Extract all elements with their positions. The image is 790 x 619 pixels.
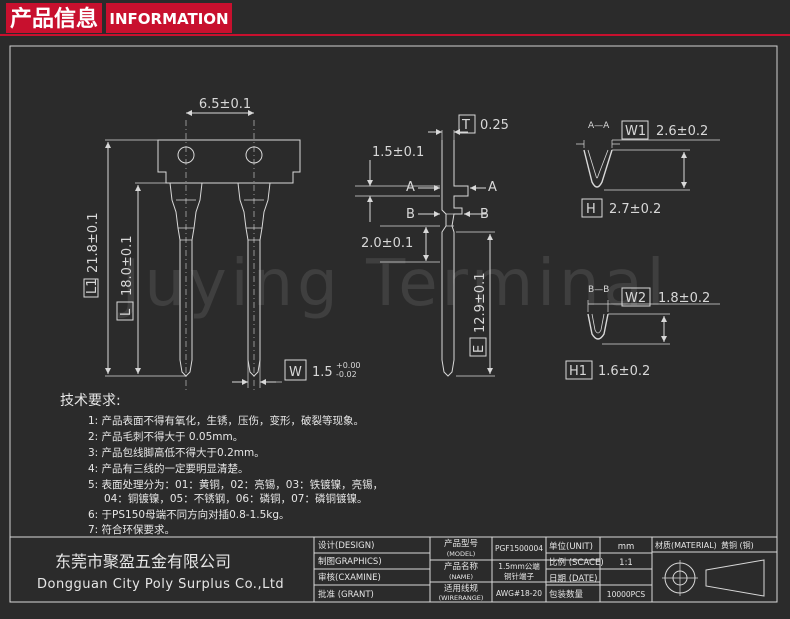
dim-h-box: [581, 198, 603, 218]
section-mark-b-right: B: [480, 207, 489, 222]
requirement-item: 3: 产品包线脚高低不得大于0.2mm。: [88, 446, 265, 459]
section-aa-profile: [583, 149, 613, 188]
tb-date-label: 日期 (DATE): [549, 574, 597, 584]
dim-l1-value: 21.8±0.1: [86, 212, 101, 273]
section-aa: [576, 139, 720, 191]
dim-pitch: 6.5±0.1: [199, 97, 251, 112]
side-view: [355, 129, 495, 377]
tb-design: 设计(DESIGN): [318, 540, 374, 551]
requirement-item: 6: 于PS150母端不同方向对插0.8-1.5kg。: [88, 508, 290, 521]
header-title-cn: 产品信息: [10, 6, 98, 32]
tb-name-value-1: 1.5mm公端: [498, 561, 540, 571]
dim-h-value: 2.7±0.2: [609, 202, 661, 217]
requirement-item: 4: 产品有三线的一定要明显清楚。: [88, 462, 249, 475]
tb-material-value: 黄铜 (铜): [721, 540, 754, 550]
dim-l1-box: [83, 278, 99, 298]
tb-wire-value: AWG#18-20: [496, 589, 542, 598]
tb-qty-value: 10000PCS: [607, 590, 646, 599]
requirement-item: 04：铜镀镍，05：不锈钢，06：磷铜，07：磷铜镀镍。: [104, 492, 367, 505]
dim-side-b: 2.0±0.1: [361, 236, 413, 251]
section-bb-title: B—B: [588, 285, 609, 295]
dim-e-box: [469, 337, 487, 357]
tb-name-label: 产品名称: [444, 561, 479, 572]
watermark: Juying Terminal: [117, 247, 668, 321]
dim-w-value: 1.5: [312, 365, 333, 380]
tb-graphics: 制图GRAPHICS): [318, 556, 382, 567]
tb-name-label-en: (NAME): [449, 573, 473, 581]
section-bb-profile: [587, 313, 609, 340]
company-name-cn: 东莞市聚盈五金有限公司: [55, 552, 231, 571]
company-name-en: Dongguan City Poly Surplus Co.,Ltd: [37, 577, 284, 592]
requirement-item: 1: 产品表面不得有氧化，生锈，压伤，变形，破裂等现象。: [88, 414, 364, 427]
section-aa-title: A—A: [588, 121, 610, 131]
dim-h1-box: [565, 360, 593, 380]
tb-scale-value: 1:1: [619, 558, 633, 568]
technical-requirements: 技术要求: 1: 产品表面不得有氧化，生锈，压伤，变形，破裂等现象。 2: 产品…: [60, 393, 383, 536]
dim-l1-label: L1: [85, 278, 100, 294]
dim-w2-label: W2: [625, 291, 646, 306]
dim-w-label: W: [289, 365, 302, 380]
dim-w1-value: 2.6±0.2: [656, 124, 708, 139]
header-rule: [0, 34, 790, 36]
tb-scale-label: 比例 (SCACE): [549, 557, 604, 568]
dim-e-value: 12.9±0.1: [473, 272, 488, 333]
dim-h1-label: H1: [569, 364, 587, 379]
dim-w-tol-lower: -0.02: [336, 370, 357, 379]
dim-w1-label: W1: [625, 124, 646, 139]
tb-unit-label: 单位(UNIT): [549, 541, 593, 552]
requirements-heading: 技术要求:: [60, 393, 121, 409]
dim-h1-value: 1.6±0.2: [598, 364, 650, 379]
requirement-item: 7: 符合环保要求。: [88, 523, 175, 536]
header-badge: 产品信息 INFORMATION: [6, 3, 232, 33]
tb-wire-label-en: (WIRERANGE): [439, 594, 484, 602]
section-mark-b-left: B: [406, 207, 415, 222]
dim-w1-box: [621, 120, 649, 140]
tb-name-value-2: 铜针端子: [504, 571, 534, 581]
dim-l-box: [116, 301, 134, 321]
requirement-item: 2: 产品毛刺不得大于 0.05mm。: [88, 430, 243, 443]
dim-side-a: 1.5±0.1: [372, 145, 424, 160]
section-bb: [587, 300, 720, 345]
tb-unit-value: mm: [618, 542, 635, 552]
dim-e-label: E: [472, 345, 487, 353]
dim-t-box: [458, 114, 476, 134]
tb-model-label: 产品型号: [444, 538, 478, 549]
dim-l-value: 18.0±0.1: [120, 235, 135, 296]
dim-w2-value: 1.8±0.2: [658, 291, 710, 306]
requirement-item: 5: 表面处理分为：01：黄铜，02：亮锡，03：铁镀镍，亮锡，: [88, 478, 383, 491]
section-mark-a-left: A: [406, 180, 415, 195]
dim-w2-box: [621, 287, 651, 307]
header-title-en: INFORMATION: [109, 10, 228, 28]
title-block: 东莞市聚盈五金有限公司 Dongguan City Poly Surplus C…: [37, 538, 754, 602]
dim-l-label: L: [119, 308, 134, 316]
terminal-side-profile: [441, 140, 469, 377]
title-block-grid: [9, 536, 778, 603]
tb-grant: 批准 (GRANT): [318, 589, 374, 600]
dim-t-value: 0.25: [480, 118, 509, 133]
carrier-strip: [157, 139, 301, 184]
dim-t-label: T: [461, 118, 470, 133]
tb-wire-label: 适用线规: [444, 583, 479, 594]
section-mark-a-right: A: [488, 180, 497, 195]
dim-h-label: H: [586, 202, 596, 217]
tb-material-label: 材质(MATERIAL): [655, 540, 717, 550]
tb-model-value: PGF1500004: [495, 544, 543, 553]
projection-symbol-cone: [705, 559, 765, 597]
front-view: [105, 110, 301, 390]
tb-model-label-en: (MODEL): [447, 550, 476, 558]
tb-qty-label: 包装数量: [549, 589, 584, 600]
tb-examine: 审核(CXAMINE): [318, 572, 381, 583]
dim-w-tol-upper: +0.00: [336, 361, 361, 370]
dim-w-box: [284, 359, 307, 381]
